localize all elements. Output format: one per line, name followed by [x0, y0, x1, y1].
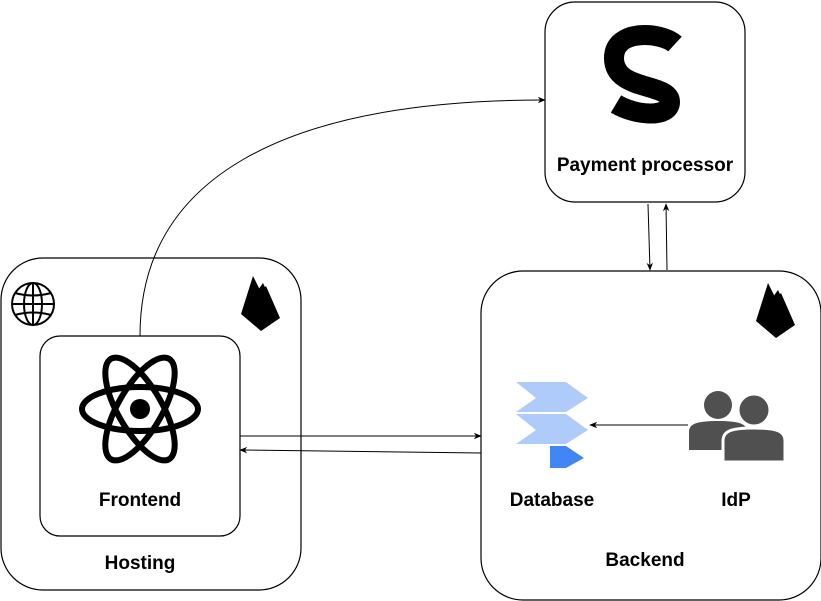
backend-label: Backend [605, 550, 685, 571]
payment-to-backend-arrow [646, 203, 653, 271]
stripe-s-icon [603, 25, 682, 124]
users-icon [689, 391, 787, 464]
firebase-icon [756, 283, 795, 338]
payment-processor-label: Payment processor [556, 155, 734, 176]
frontend-to-payment-arrow [139, 96, 546, 337]
firebase-icon [241, 276, 280, 331]
react-icon [79, 354, 201, 464]
backend-to-frontend-arrow [239, 446, 482, 454]
idp-label: IdP [721, 490, 751, 511]
hosting-label: Hosting [104, 553, 176, 574]
globe-icon [11, 282, 55, 326]
datastore-icon [516, 382, 588, 468]
backend-to-payment-arrow [662, 203, 670, 271]
frontend-label: Frontend [98, 490, 182, 511]
database-label: Database [509, 490, 595, 511]
